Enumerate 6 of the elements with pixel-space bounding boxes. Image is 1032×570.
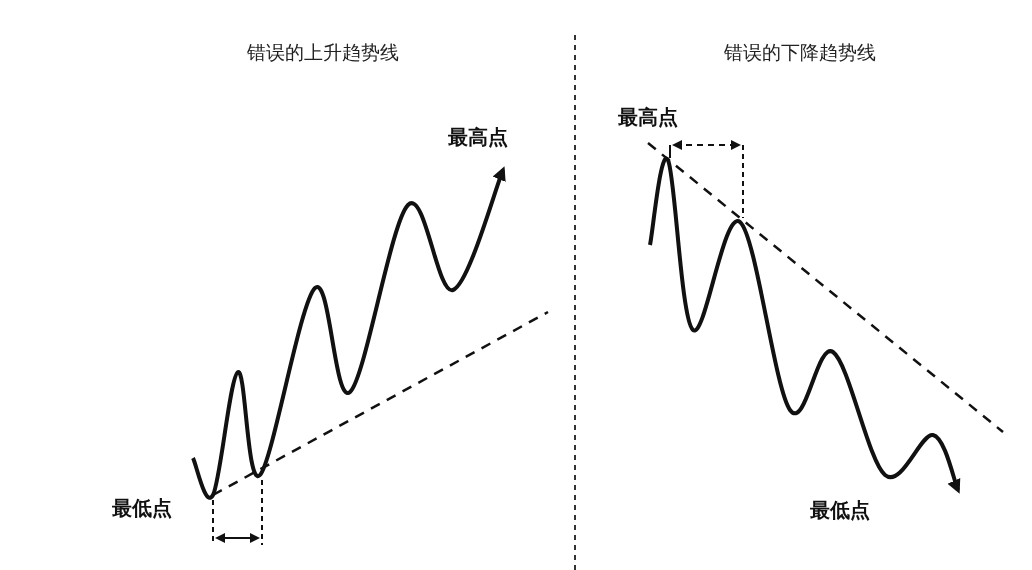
point-label: 最低点 [810, 497, 870, 524]
chart-title: 错误的上升趋势线 [246, 40, 400, 65]
point-label: 最低点 [112, 495, 172, 522]
point-label: 最高点 [448, 124, 508, 151]
chart-title: 错误的下降趋势线 [723, 40, 877, 65]
point-label: 最高点 [618, 104, 678, 131]
